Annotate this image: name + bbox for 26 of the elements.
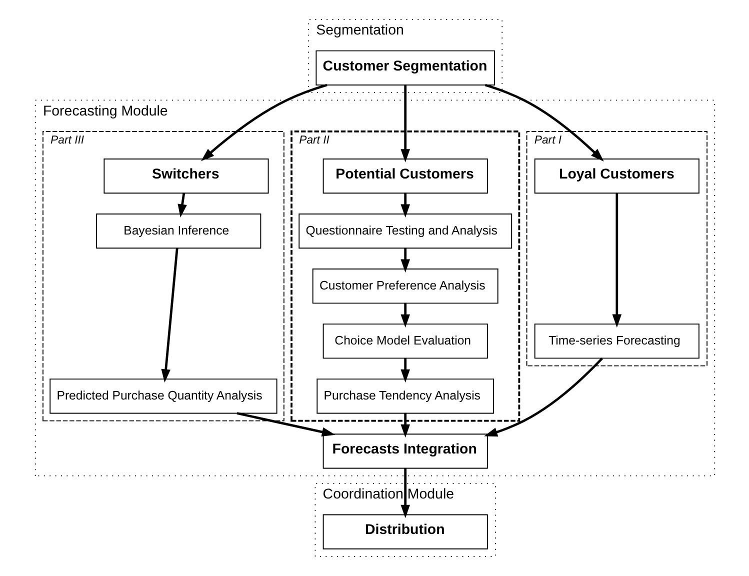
node-box: Questionnaire Testing and Analysis xyxy=(298,214,512,249)
node-box: Bayesian Inference xyxy=(96,214,261,249)
arrow xyxy=(400,248,410,273)
node-box: Loyal Customers xyxy=(534,158,699,194)
arrow xyxy=(160,248,178,383)
node-box: Distribution xyxy=(322,514,488,550)
arrow xyxy=(400,468,410,518)
node-box: Forecasts Integration xyxy=(322,434,488,469)
arrow xyxy=(400,193,410,218)
node-box: Predicted Purchase Quantity Analysis xyxy=(49,378,277,414)
arrow xyxy=(400,358,410,383)
node-box: Time-series Forecasting xyxy=(534,324,699,359)
arrow xyxy=(177,193,186,218)
arrow xyxy=(484,358,602,437)
node-box: Choice Model Evaluation xyxy=(322,324,488,359)
arrow xyxy=(484,84,604,162)
arrow xyxy=(612,193,622,328)
node-box: Potential Customers xyxy=(322,158,488,194)
arrow xyxy=(400,303,410,328)
arrow xyxy=(400,413,410,438)
arrow xyxy=(200,84,327,162)
arrow xyxy=(400,85,410,162)
node-box: Customer Segmentation xyxy=(315,50,494,86)
node-box: Purchase Tendency Analysis xyxy=(316,378,494,414)
node-box: Switchers xyxy=(103,158,268,194)
node-box: Customer Preference Analysis xyxy=(312,268,498,304)
